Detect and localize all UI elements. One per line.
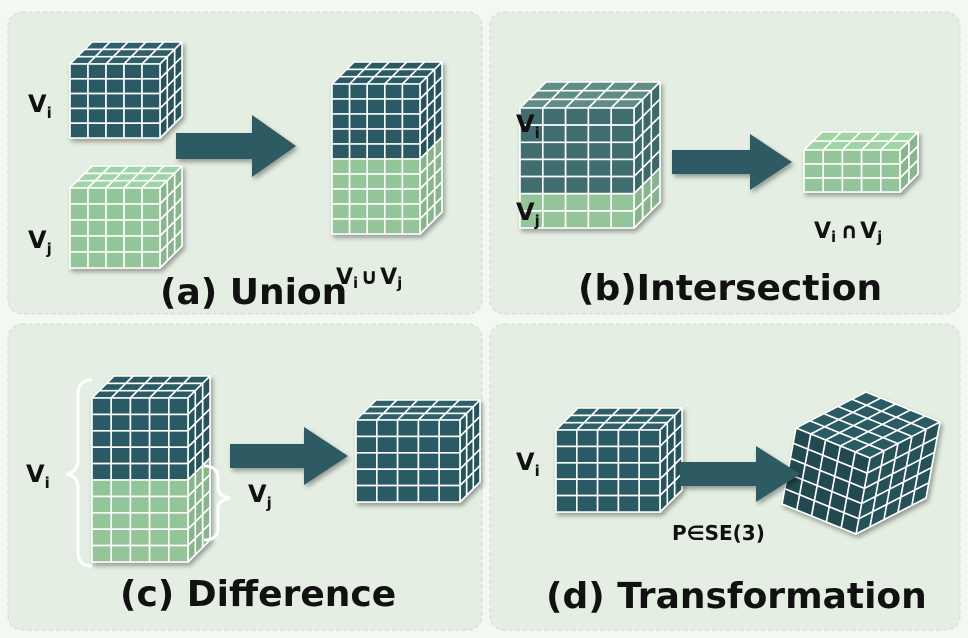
arrow-intersection (672, 134, 792, 190)
cube-union (331, 61, 443, 235)
cube-intersection-stack (519, 81, 661, 229)
label-vi-difference: Vi (26, 460, 50, 492)
cube-intersection-result (803, 131, 919, 193)
title-intersection: (b)Intersection (578, 268, 882, 309)
cube-transform-result (781, 391, 941, 535)
cube-vi (69, 41, 183, 139)
cube-difference-result (355, 399, 481, 503)
label-vj-union: Vj (28, 226, 52, 258)
title-transformation: (d) Transformation (546, 576, 927, 617)
label-vi-union: Vi (28, 90, 52, 122)
label-vj-intersection: Vj (516, 198, 540, 230)
intersection-expression: Vi∩Vj (814, 219, 882, 246)
title-union: (a) Union (160, 272, 347, 313)
cube-vj (69, 165, 183, 269)
cube-transform-source (555, 407, 683, 513)
label-vi-transformation: Vi (516, 448, 540, 480)
label-vj-difference: Vj (248, 480, 272, 512)
cube-difference-stack (91, 375, 211, 563)
label-vi-intersection: Vi (516, 110, 540, 142)
title-difference: (c) Difference (120, 574, 396, 615)
arrow-transformation (680, 446, 800, 502)
arrow-difference (230, 427, 348, 485)
union-expression: Vi∪Vj (336, 265, 402, 292)
bracket-vj (203, 464, 231, 542)
arrow-union (176, 115, 296, 177)
bracket-vi (65, 378, 93, 568)
transformation-expression: P∈SE(3) (672, 521, 765, 545)
